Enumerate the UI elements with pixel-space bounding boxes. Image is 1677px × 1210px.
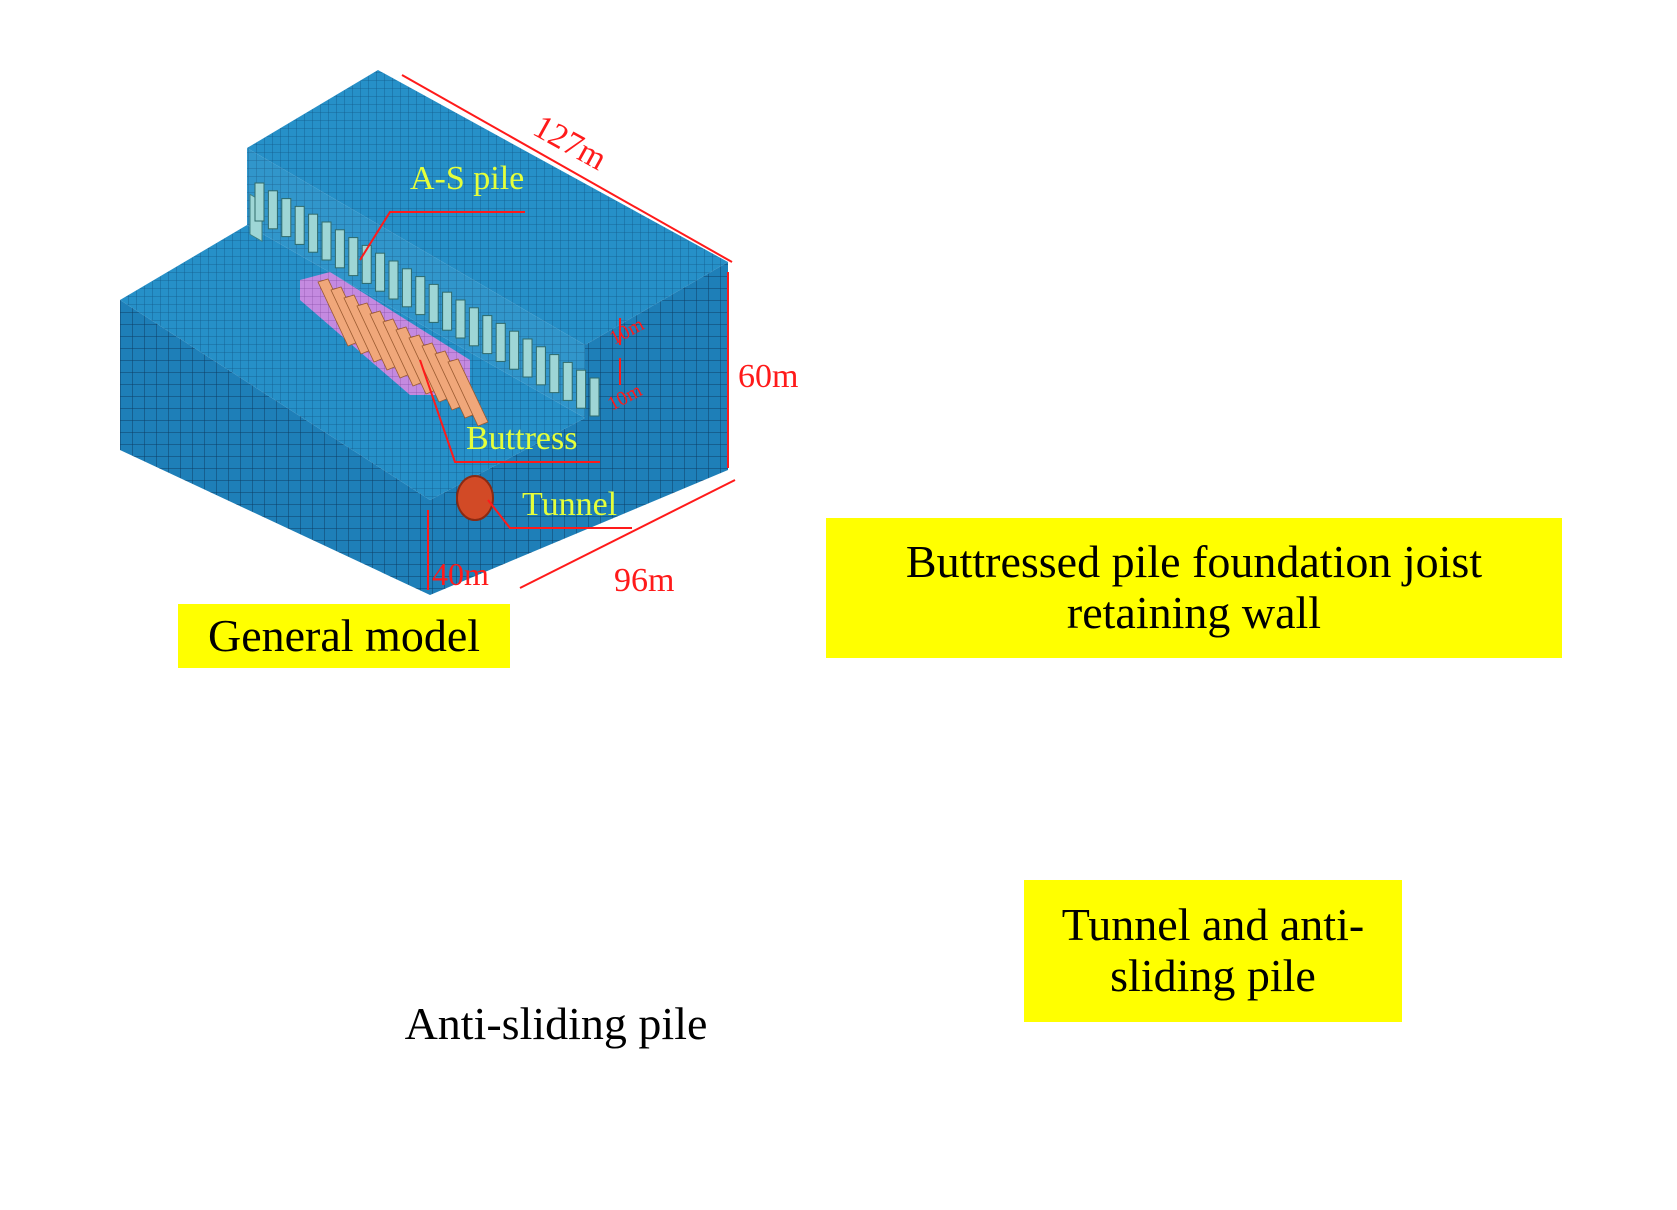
caption-anti-sliding-pile-text: Anti-sliding pile bbox=[404, 997, 708, 1049]
caption-tunnel-pile-line1: Tunnel and anti- bbox=[1061, 899, 1365, 951]
as-pile bbox=[401, 268, 412, 308]
upper-ground-surface bbox=[247, 70, 728, 345]
as-piles bbox=[254, 182, 600, 417]
as-pile bbox=[482, 315, 493, 355]
soil-right-face bbox=[430, 262, 728, 595]
as-pile bbox=[455, 299, 466, 339]
caption-retaining-wall: Buttressed pile foundation joist retaini… bbox=[826, 518, 1562, 658]
tunnel-label: Tunnel bbox=[522, 486, 618, 523]
as-pile bbox=[308, 213, 319, 253]
as-pile bbox=[267, 190, 278, 230]
leader-lines bbox=[359, 211, 632, 529]
as-pile bbox=[375, 252, 386, 292]
buttress-rib bbox=[447, 358, 489, 427]
dimension-60m: 60m bbox=[738, 358, 799, 395]
as-pile bbox=[388, 260, 399, 300]
as-pile bbox=[495, 322, 506, 362]
as-pile bbox=[589, 377, 600, 417]
as-pile bbox=[509, 330, 520, 370]
as-pile bbox=[281, 198, 292, 238]
caption-general-model: General model bbox=[178, 604, 510, 668]
buttress-label: Buttress bbox=[466, 420, 578, 457]
as-pile bbox=[321, 221, 332, 261]
caption-tunnel-pile-line2: sliding pile bbox=[1110, 950, 1316, 1001]
panel-general-model bbox=[120, 70, 736, 595]
as-pile bbox=[348, 237, 359, 277]
as-pile bbox=[442, 291, 453, 331]
as-pile bbox=[415, 276, 426, 316]
as-pile bbox=[428, 283, 439, 323]
as-pile bbox=[522, 338, 533, 378]
dimension-96m: 96m bbox=[614, 562, 675, 599]
caption-general-model-text: General model bbox=[207, 609, 481, 661]
dimension-40m: 40m bbox=[432, 556, 489, 592]
as-pile bbox=[254, 182, 265, 222]
as-pile bbox=[576, 369, 587, 409]
caption-retaining-wall-line1: Buttressed pile foundation joist bbox=[905, 536, 1483, 588]
as-pile bbox=[535, 346, 546, 386]
as-pile bbox=[361, 244, 372, 284]
as-pile-label: A-S pile bbox=[410, 160, 525, 197]
as-pile bbox=[562, 361, 573, 401]
as-pile bbox=[468, 307, 479, 347]
as-pile bbox=[334, 229, 345, 269]
tunnel-model bbox=[456, 475, 494, 521]
caption-retaining-wall-line2: retaining wall bbox=[1066, 587, 1322, 638]
as-pile bbox=[294, 205, 305, 245]
as-pile bbox=[549, 354, 560, 394]
soil-front-face bbox=[120, 300, 430, 595]
caption-anti-sliding-pile: Anti-sliding pile bbox=[372, 988, 740, 1060]
buttress-ribs bbox=[317, 278, 489, 427]
dimension-lines bbox=[401, 74, 736, 590]
caption-tunnel-pile: Tunnel and anti- sliding pile bbox=[1024, 880, 1402, 1022]
lower-ground-surface bbox=[120, 225, 585, 500]
